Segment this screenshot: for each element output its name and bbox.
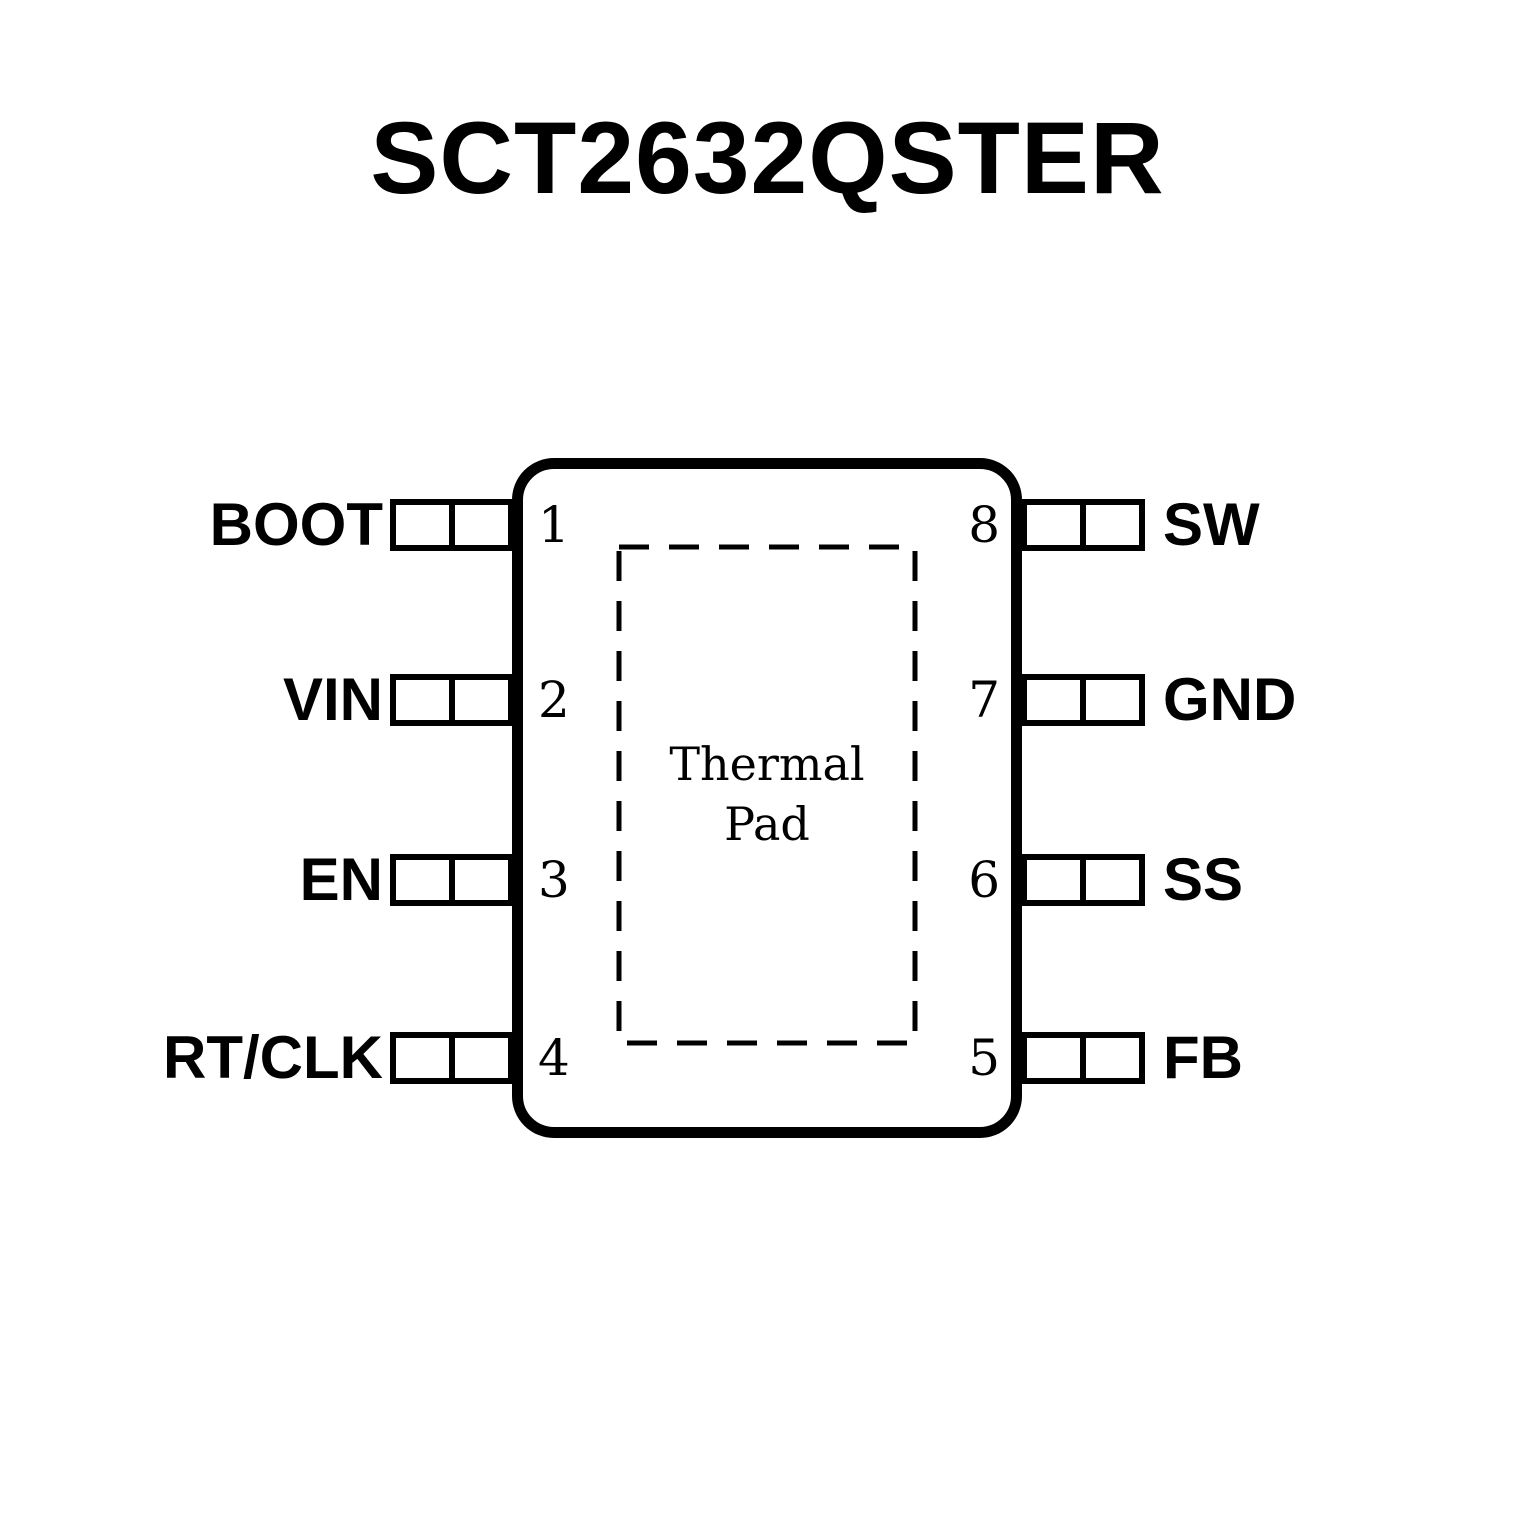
pin-pad-5 [1021, 1032, 1145, 1084]
thermal-pad-label: Thermal Pad [669, 735, 864, 855]
pin-pad-4 [390, 1032, 514, 1084]
pin-number-5: 5 [968, 1029, 1000, 1087]
pin-pad-cell [1086, 860, 1139, 900]
pin-pad-cell [396, 860, 455, 900]
pin-number-4: 4 [538, 1029, 570, 1087]
pin-label-boot: BOOT [209, 491, 383, 558]
pin-pad-6 [1021, 854, 1145, 906]
pin-pad-cell [455, 860, 508, 900]
pin-pad-cell [455, 680, 508, 720]
pin-pad-cell [1086, 1038, 1139, 1078]
pin-number-7: 7 [968, 671, 1000, 729]
pin-number-8: 8 [968, 496, 1000, 554]
pin-number-3: 3 [538, 851, 570, 909]
pin-label-gnd: GND [1163, 666, 1297, 733]
pin-number-1: 1 [538, 496, 570, 554]
chip-body [512, 458, 1022, 1138]
pin-number-2: 2 [538, 671, 570, 729]
pin-pad-8 [1021, 499, 1145, 551]
chip-title: SCT2632QSTER [370, 101, 1165, 215]
pin-pad-cell [1027, 860, 1086, 900]
pin-pad-3 [390, 854, 514, 906]
pin-pad-cell [396, 1038, 455, 1078]
pin-pad-cell [1086, 505, 1139, 545]
pin-pad-cell [455, 1038, 508, 1078]
pin-label-sw: SW [1163, 491, 1260, 558]
pin-pad-cell [455, 505, 508, 545]
pin-label-rtclk: RT/CLK [163, 1024, 383, 1091]
pin-label-en: EN [299, 846, 383, 913]
pin-label-fb: FB [1163, 1024, 1243, 1091]
pin-pad-cell [1027, 1038, 1086, 1078]
thermal-pad-label-line2: Pad [724, 797, 810, 851]
thermal-pad-label-line1: Thermal [669, 737, 865, 792]
thermal-pad: Thermal Pad [616, 544, 918, 1046]
pin-pad-cell [1027, 505, 1086, 545]
pin-pad-7 [1021, 674, 1145, 726]
pin-label-vin: VIN [282, 666, 383, 733]
pin-pad-cell [396, 680, 455, 720]
pin-pad-cell [1086, 680, 1139, 720]
pin-pad-cell [396, 505, 455, 545]
pin-pad-cell [1027, 680, 1086, 720]
pin-number-6: 6 [968, 851, 1000, 909]
pin-pad-2 [390, 674, 514, 726]
pin-label-ss: SS [1163, 846, 1244, 913]
pin-pad-1 [390, 499, 514, 551]
